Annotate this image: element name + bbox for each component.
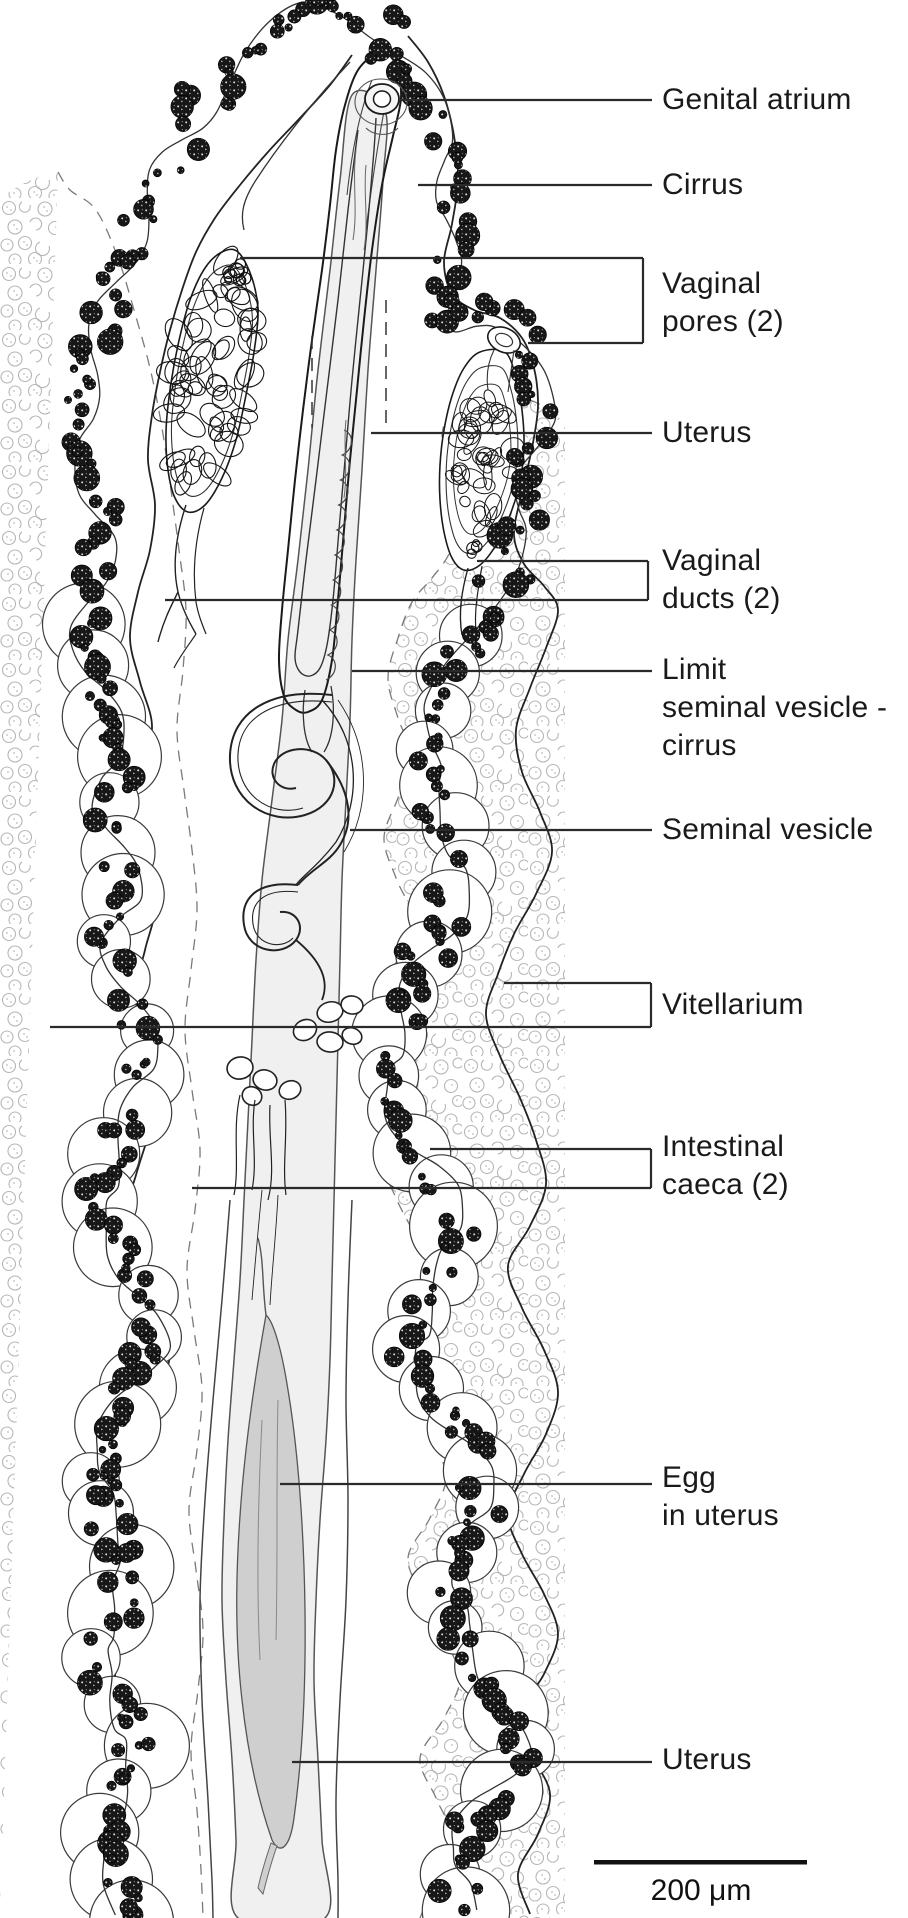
label-genital-atrium: Genital atrium (662, 83, 852, 116)
label-egg-line1: Egg (662, 1461, 716, 1494)
label-uterus-upper: Uterus (662, 416, 752, 449)
label-vaginal-pores-line1: Vaginal (662, 267, 762, 300)
left-parenchyma-field (0, 172, 58, 1918)
label-limit-line1: Limit (662, 653, 727, 686)
label-intestinal-caeca-line2: caeca (2) (662, 1168, 789, 1201)
label-vaginal-pores-line2: pores (2) (662, 305, 784, 338)
vitelline-follicles (61, 0, 559, 1918)
label-cirrus: Cirrus (662, 168, 744, 201)
vaginal-pore-sacs (152, 245, 525, 669)
egg-in-uterus-shape (236, 1237, 306, 1896)
label-vaginal-ducts-line1: Vaginal (662, 544, 762, 577)
scale-bar-label: 200 μm (650, 1874, 752, 1907)
label-vaginal-ducts-line2: ducts (2) (662, 582, 781, 615)
label-uterus-lower: Uterus (662, 1743, 752, 1776)
label-intestinal-caeca-line1: Intestinal (662, 1130, 785, 1163)
label-limit-line3: cirrus (662, 729, 737, 762)
leader-lines (50, 98, 653, 1764)
label-limit-line2: seminal vesicle - (662, 691, 888, 724)
label-egg-line2: in uterus (662, 1499, 779, 1532)
left-field-boundary (57, 171, 204, 1918)
label-seminal-vesicle: Seminal vesicle (662, 813, 874, 846)
genital-atrium-rings (354, 78, 408, 135)
apex-inner-contour (241, 61, 351, 231)
label-vitellarium: Vitellarium (662, 988, 804, 1021)
uterus-outer-wall-right (335, 1199, 353, 1918)
scale-bar-line (594, 1860, 807, 1865)
uterus-outer-wall-left (199, 1199, 231, 1918)
seminal-vesicle-coils (226, 692, 364, 1306)
